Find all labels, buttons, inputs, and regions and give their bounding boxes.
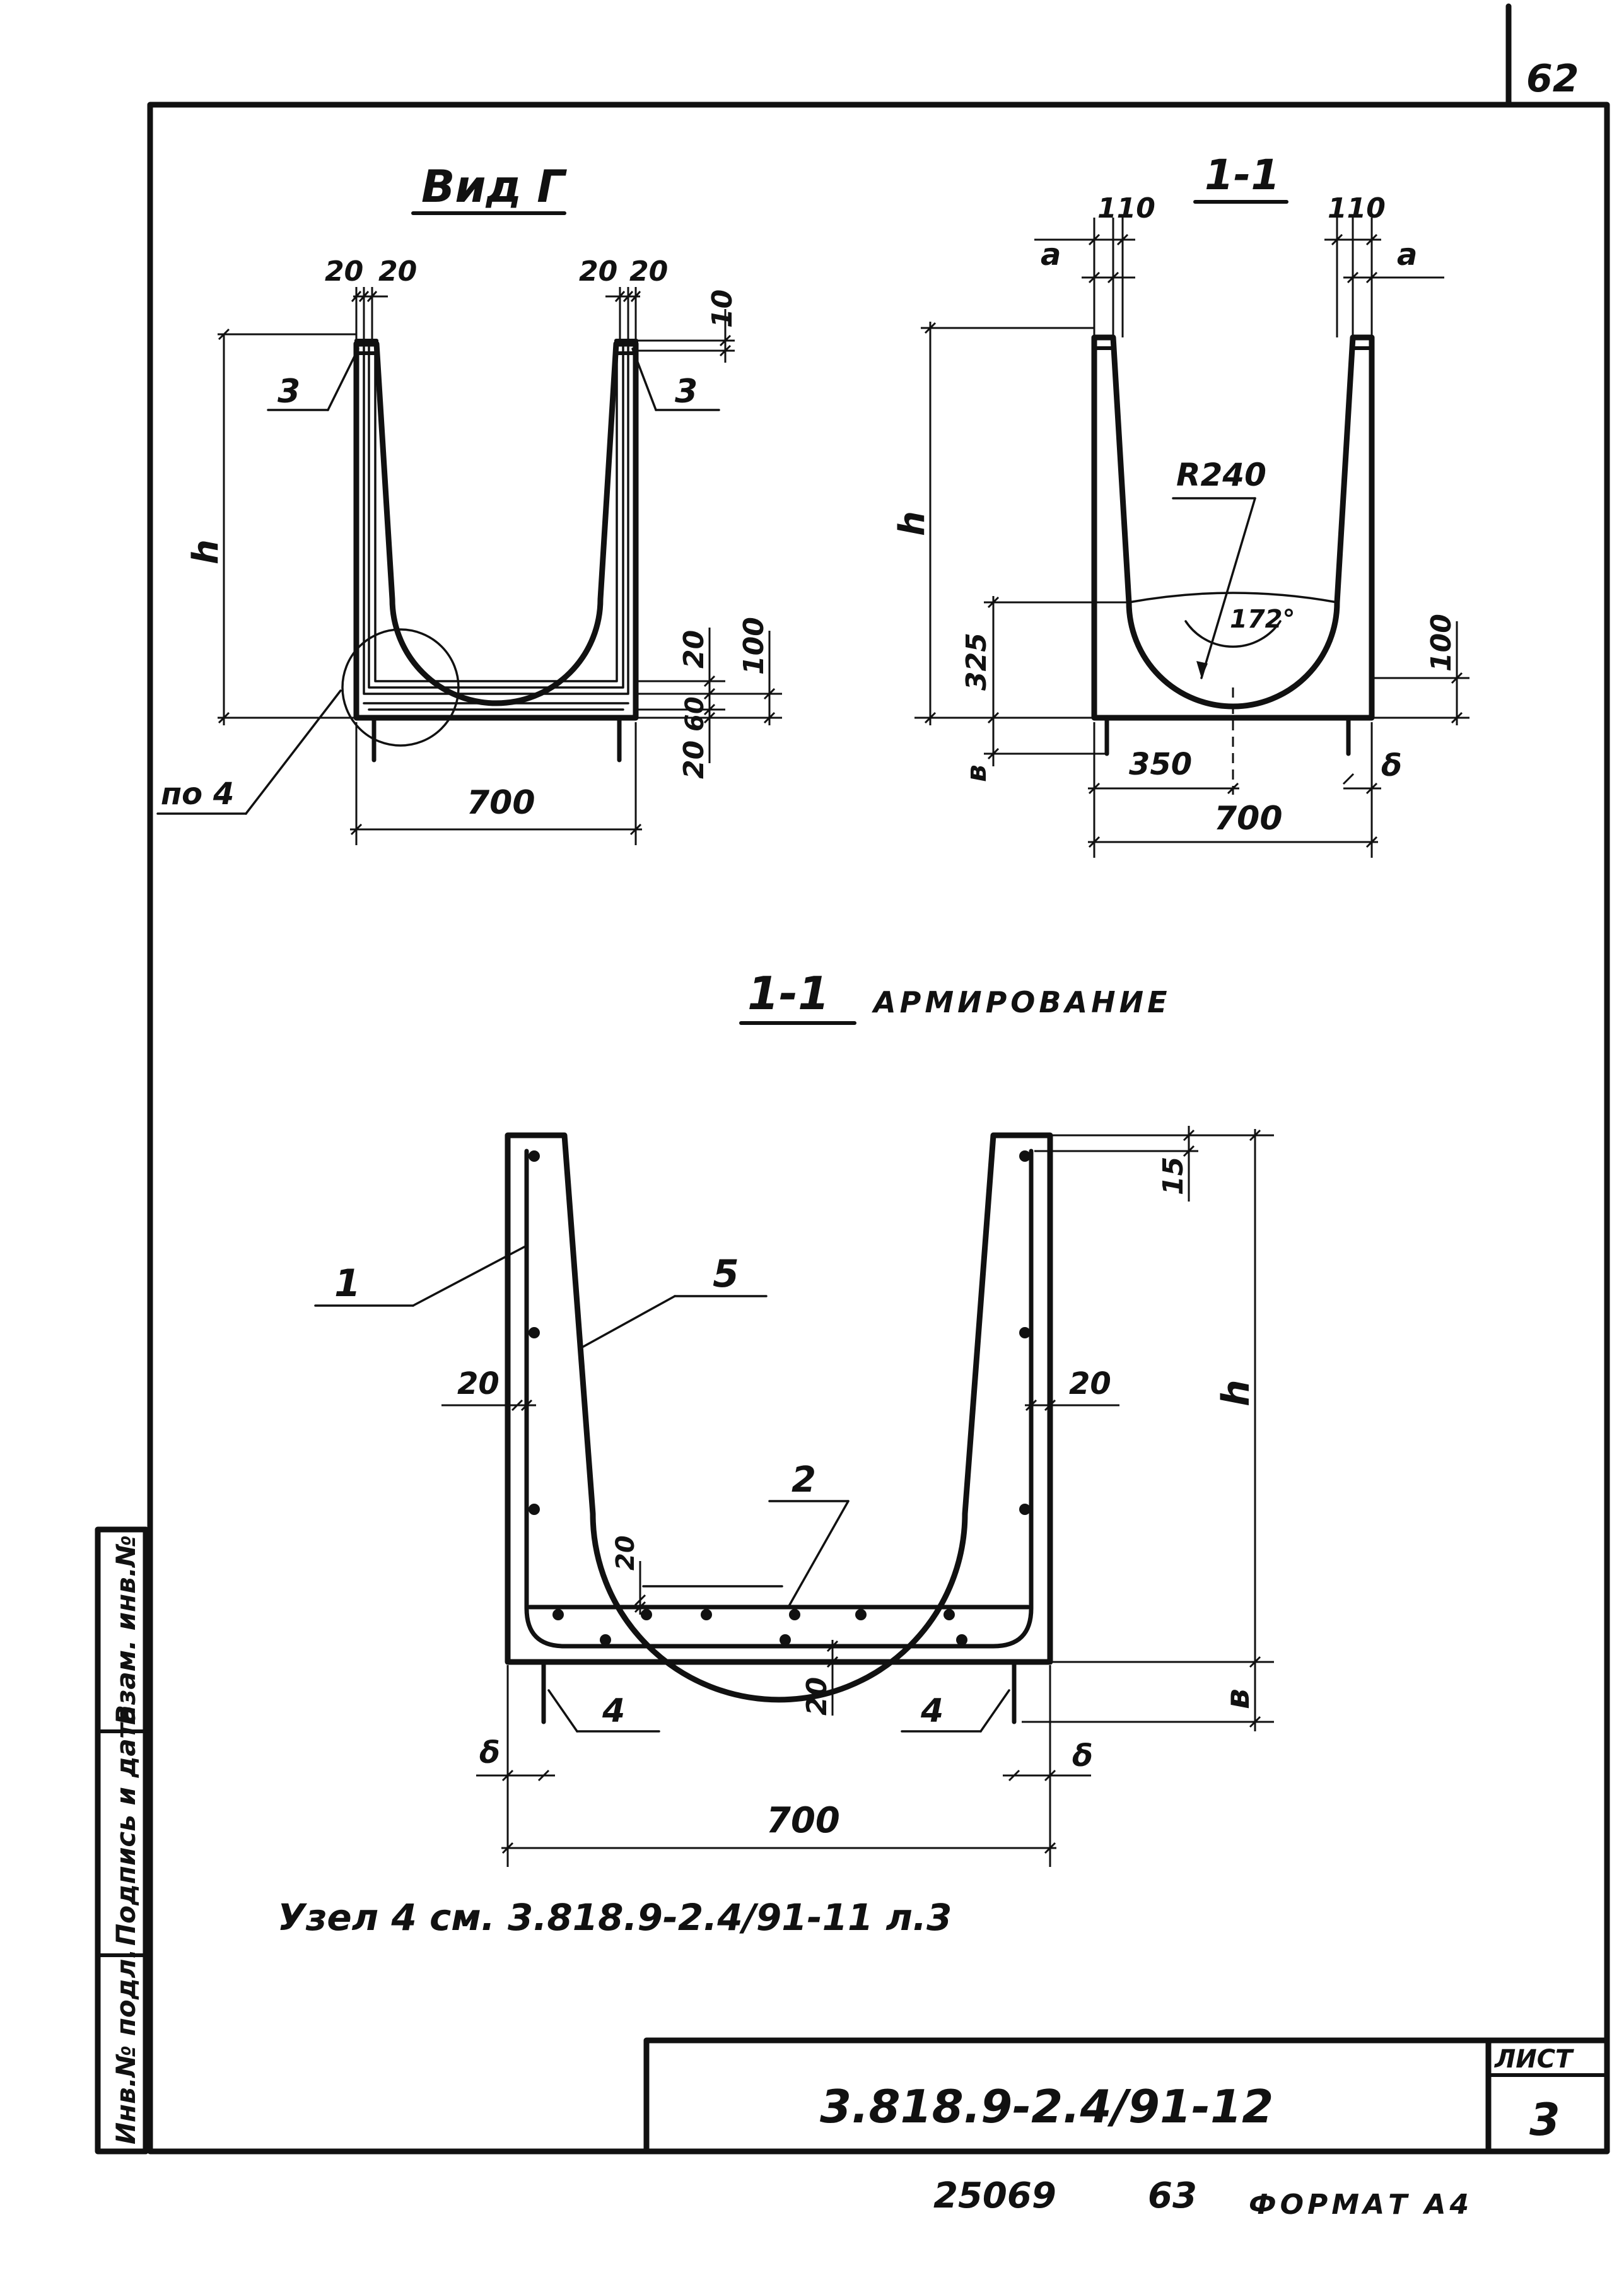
sheet-frame: 62 bbox=[147, 3, 1610, 2155]
title-block: 3.818.9-2.4/91-12 ЛИСТ 3 bbox=[643, 2037, 1610, 2155]
section-dim-delta: δ bbox=[1381, 748, 1402, 783]
footer-format: ФОРМАТ А4 bbox=[1249, 2189, 1473, 2221]
view-g-dim-20-f: 20 bbox=[678, 740, 710, 779]
side-stamp: Инв.№ подл. Подпись и дата Взам. инв.№ bbox=[95, 1526, 151, 2155]
rebar-dots bbox=[529, 1150, 1031, 1646]
section-dim-110-left: 110 bbox=[1097, 192, 1155, 225]
reinforcement-dim-700: 700 bbox=[766, 1800, 840, 1841]
section-dim-700: 700 bbox=[1214, 800, 1283, 838]
section-angle-label: 172° bbox=[1230, 605, 1295, 634]
reinforcement-dim-20-bottom: 20 bbox=[801, 1677, 833, 1716]
reinforcement-dim-15: 15 bbox=[1157, 1157, 1189, 1195]
view-g: Вид Г 20 20 20 20 bbox=[156, 161, 782, 845]
section-mark-a-left: a bbox=[1041, 237, 1061, 272]
section-dim-b: в bbox=[961, 764, 993, 782]
view-g-dim-h: h bbox=[185, 539, 226, 564]
reinforcement-dim-delta-right: δ bbox=[1072, 1738, 1093, 1774]
view-g-dim-20-e: 20 bbox=[678, 630, 710, 669]
section-radius-label: R240 bbox=[1176, 457, 1266, 493]
reinforcement-title-text: АРМИРОВАНИЕ bbox=[872, 985, 1171, 1019]
reinforcement-channel-outline bbox=[505, 1132, 1053, 1703]
stamp-cell-replace: Взам. инв.№ bbox=[110, 1535, 141, 1725]
view-g-dim-100: 100 bbox=[738, 617, 770, 675]
reinforcement-dim-h: h bbox=[1214, 1379, 1258, 1407]
rebar-left bbox=[524, 1149, 1034, 1649]
view-g-node-ref: по 4 bbox=[161, 776, 234, 812]
view-g-mark-3-left: 3 bbox=[277, 373, 300, 411]
section-dim-350: 350 bbox=[1129, 747, 1192, 782]
reinforcement-mark-4-right: 4 bbox=[920, 1692, 943, 1730]
view-g-dim-60: 60 bbox=[681, 696, 710, 732]
section-channel-outline bbox=[1091, 334, 1375, 721]
section-dim-100: 100 bbox=[1425, 614, 1458, 672]
view-g-title: Вид Г bbox=[421, 161, 567, 213]
view-g-dim-20-d: 20 bbox=[629, 255, 668, 288]
reinforcement-title-num: 1-1 bbox=[747, 967, 829, 1020]
stamp-cell-signature: Подпись и дата bbox=[110, 1705, 141, 1946]
sheet-label: ЛИСТ bbox=[1494, 2045, 1574, 2074]
reinforcement-mark-5: 5 bbox=[713, 1252, 739, 1296]
reinforcement-dim-b: в bbox=[1219, 1688, 1257, 1709]
stamp-cell-inv: Инв.№ подл. bbox=[110, 1949, 141, 2144]
reinforcement-dim-delta-left: δ bbox=[479, 1735, 500, 1770]
document-code: 3.818.9-2.4/91-12 bbox=[820, 2080, 1273, 2133]
view-g-detail-circle bbox=[341, 628, 460, 747]
view-g-dim-20-c: 20 bbox=[579, 255, 617, 288]
page-number: 62 bbox=[1526, 57, 1579, 101]
view-g-dim-20-b: 20 bbox=[378, 255, 417, 288]
reinforcement-mark-1: 1 bbox=[334, 1261, 361, 1306]
reinforcement-note: Узел 4 см. 3.818.9-2.4/91-11 л.3 bbox=[277, 1896, 952, 1939]
view-g-dim-700: 700 bbox=[467, 784, 535, 822]
view-g-dim-20-a: 20 bbox=[325, 255, 363, 288]
footer: 25069 63 ФОРМАТ А4 bbox=[933, 2175, 1473, 2221]
footer-code: 25069 bbox=[933, 2175, 1056, 2216]
reinforcement-mark-4-left: 4 bbox=[602, 1692, 625, 1730]
view-g-mark-3-right: 3 bbox=[675, 373, 698, 411]
reinforcement-section: 1-1 АРМИРОВАНИЕ bbox=[277, 967, 1274, 1939]
reinforcement-dim-20-cover: 20 bbox=[611, 1535, 640, 1570]
reinforcement-dim-20-right: 20 bbox=[1069, 1366, 1111, 1401]
reinforcement-dim-20-left: 20 bbox=[457, 1366, 499, 1401]
section-dim-325: 325 bbox=[961, 633, 993, 691]
sheet-number: 3 bbox=[1529, 2094, 1560, 2146]
view-g-dim-10: 10 bbox=[706, 290, 739, 328]
section-title: 1-1 bbox=[1205, 151, 1280, 199]
view-g-channel-outline bbox=[353, 341, 639, 721]
footer-number: 63 bbox=[1148, 2175, 1197, 2216]
section-mark-a-right: a bbox=[1397, 237, 1417, 272]
section-1-1: 1-1 R240 172° 110 a bbox=[892, 151, 1469, 858]
section-dim-110-right: 110 bbox=[1328, 192, 1386, 225]
section-dim-h: h bbox=[892, 511, 933, 536]
reinforcement-mark-2: 2 bbox=[792, 1459, 816, 1500]
